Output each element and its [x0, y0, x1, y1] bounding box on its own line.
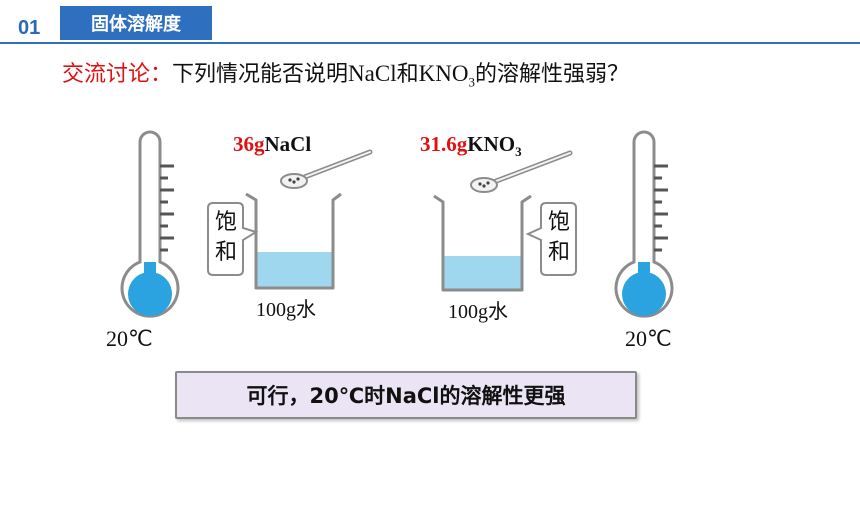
- left-thermometer-icon: [120, 130, 180, 318]
- right-water-word: 水: [488, 299, 508, 323]
- left-salt-name: NaCl: [264, 132, 312, 156]
- right-spoon-icon: [470, 150, 573, 193]
- left-saturated-char2: 和: [214, 240, 237, 265]
- right-saturated-callout: [525, 202, 577, 276]
- question-label: 交流讨论：: [62, 62, 173, 87]
- right-salt-name: KNO3: [467, 132, 522, 160]
- right-saturated-char2: 和: [547, 240, 570, 265]
- right-temperature: 20℃: [625, 326, 672, 351]
- header-divider: [0, 42, 860, 44]
- left-salt-amount: 36g: [233, 132, 265, 156]
- left-spoon-icon: [280, 149, 373, 189]
- question-salt2-sub: 3: [468, 74, 475, 90]
- right-beaker-icon: [433, 194, 532, 292]
- question-text-after: 的溶解性强弱？: [474, 62, 629, 87]
- section-number: 01: [18, 17, 41, 39]
- left-water-amount: 100g: [256, 299, 296, 321]
- left-saturated-callout: [207, 202, 259, 276]
- left-beaker-icon: [245, 192, 342, 290]
- answer-box: 可行，20℃时NaCl的溶解性更强: [175, 371, 637, 419]
- right-water-amount: 100g: [448, 301, 488, 323]
- right-saturated-text: 饱 和: [540, 208, 578, 268]
- discussion-question: 交流讨论：下列情况能否说明NaCl和KNO3的溶解性强弱？: [62, 56, 629, 91]
- right-salt-label: 31.6gKNO3: [420, 132, 522, 160]
- right-saturated-char1: 饱: [547, 210, 570, 235]
- right-salt-amount: 31.6g: [420, 132, 468, 156]
- question-salt2-base: KNO: [418, 61, 469, 86]
- section-title: 固体溶解度: [60, 6, 212, 40]
- question-salt2: KNO3: [418, 61, 475, 90]
- question-salt1: NaCl: [348, 61, 397, 86]
- question-connector: 和: [396, 62, 419, 87]
- left-saturated-char1: 饱: [214, 210, 237, 235]
- right-salt-name-sub: 3: [515, 144, 522, 160]
- left-temperature: 20℃: [106, 326, 153, 351]
- left-salt-label: 36gNaCl: [233, 132, 311, 157]
- left-water-word: 水: [296, 297, 316, 321]
- question-text-before: 下列情况能否说明: [172, 62, 349, 87]
- right-water-label: 100g水: [448, 295, 508, 324]
- left-saturated-text: 饱 和: [207, 208, 245, 268]
- right-salt-name-base: KNO: [467, 132, 516, 156]
- left-water-label: 100g水: [256, 293, 316, 322]
- right-thermometer-icon: [614, 130, 674, 318]
